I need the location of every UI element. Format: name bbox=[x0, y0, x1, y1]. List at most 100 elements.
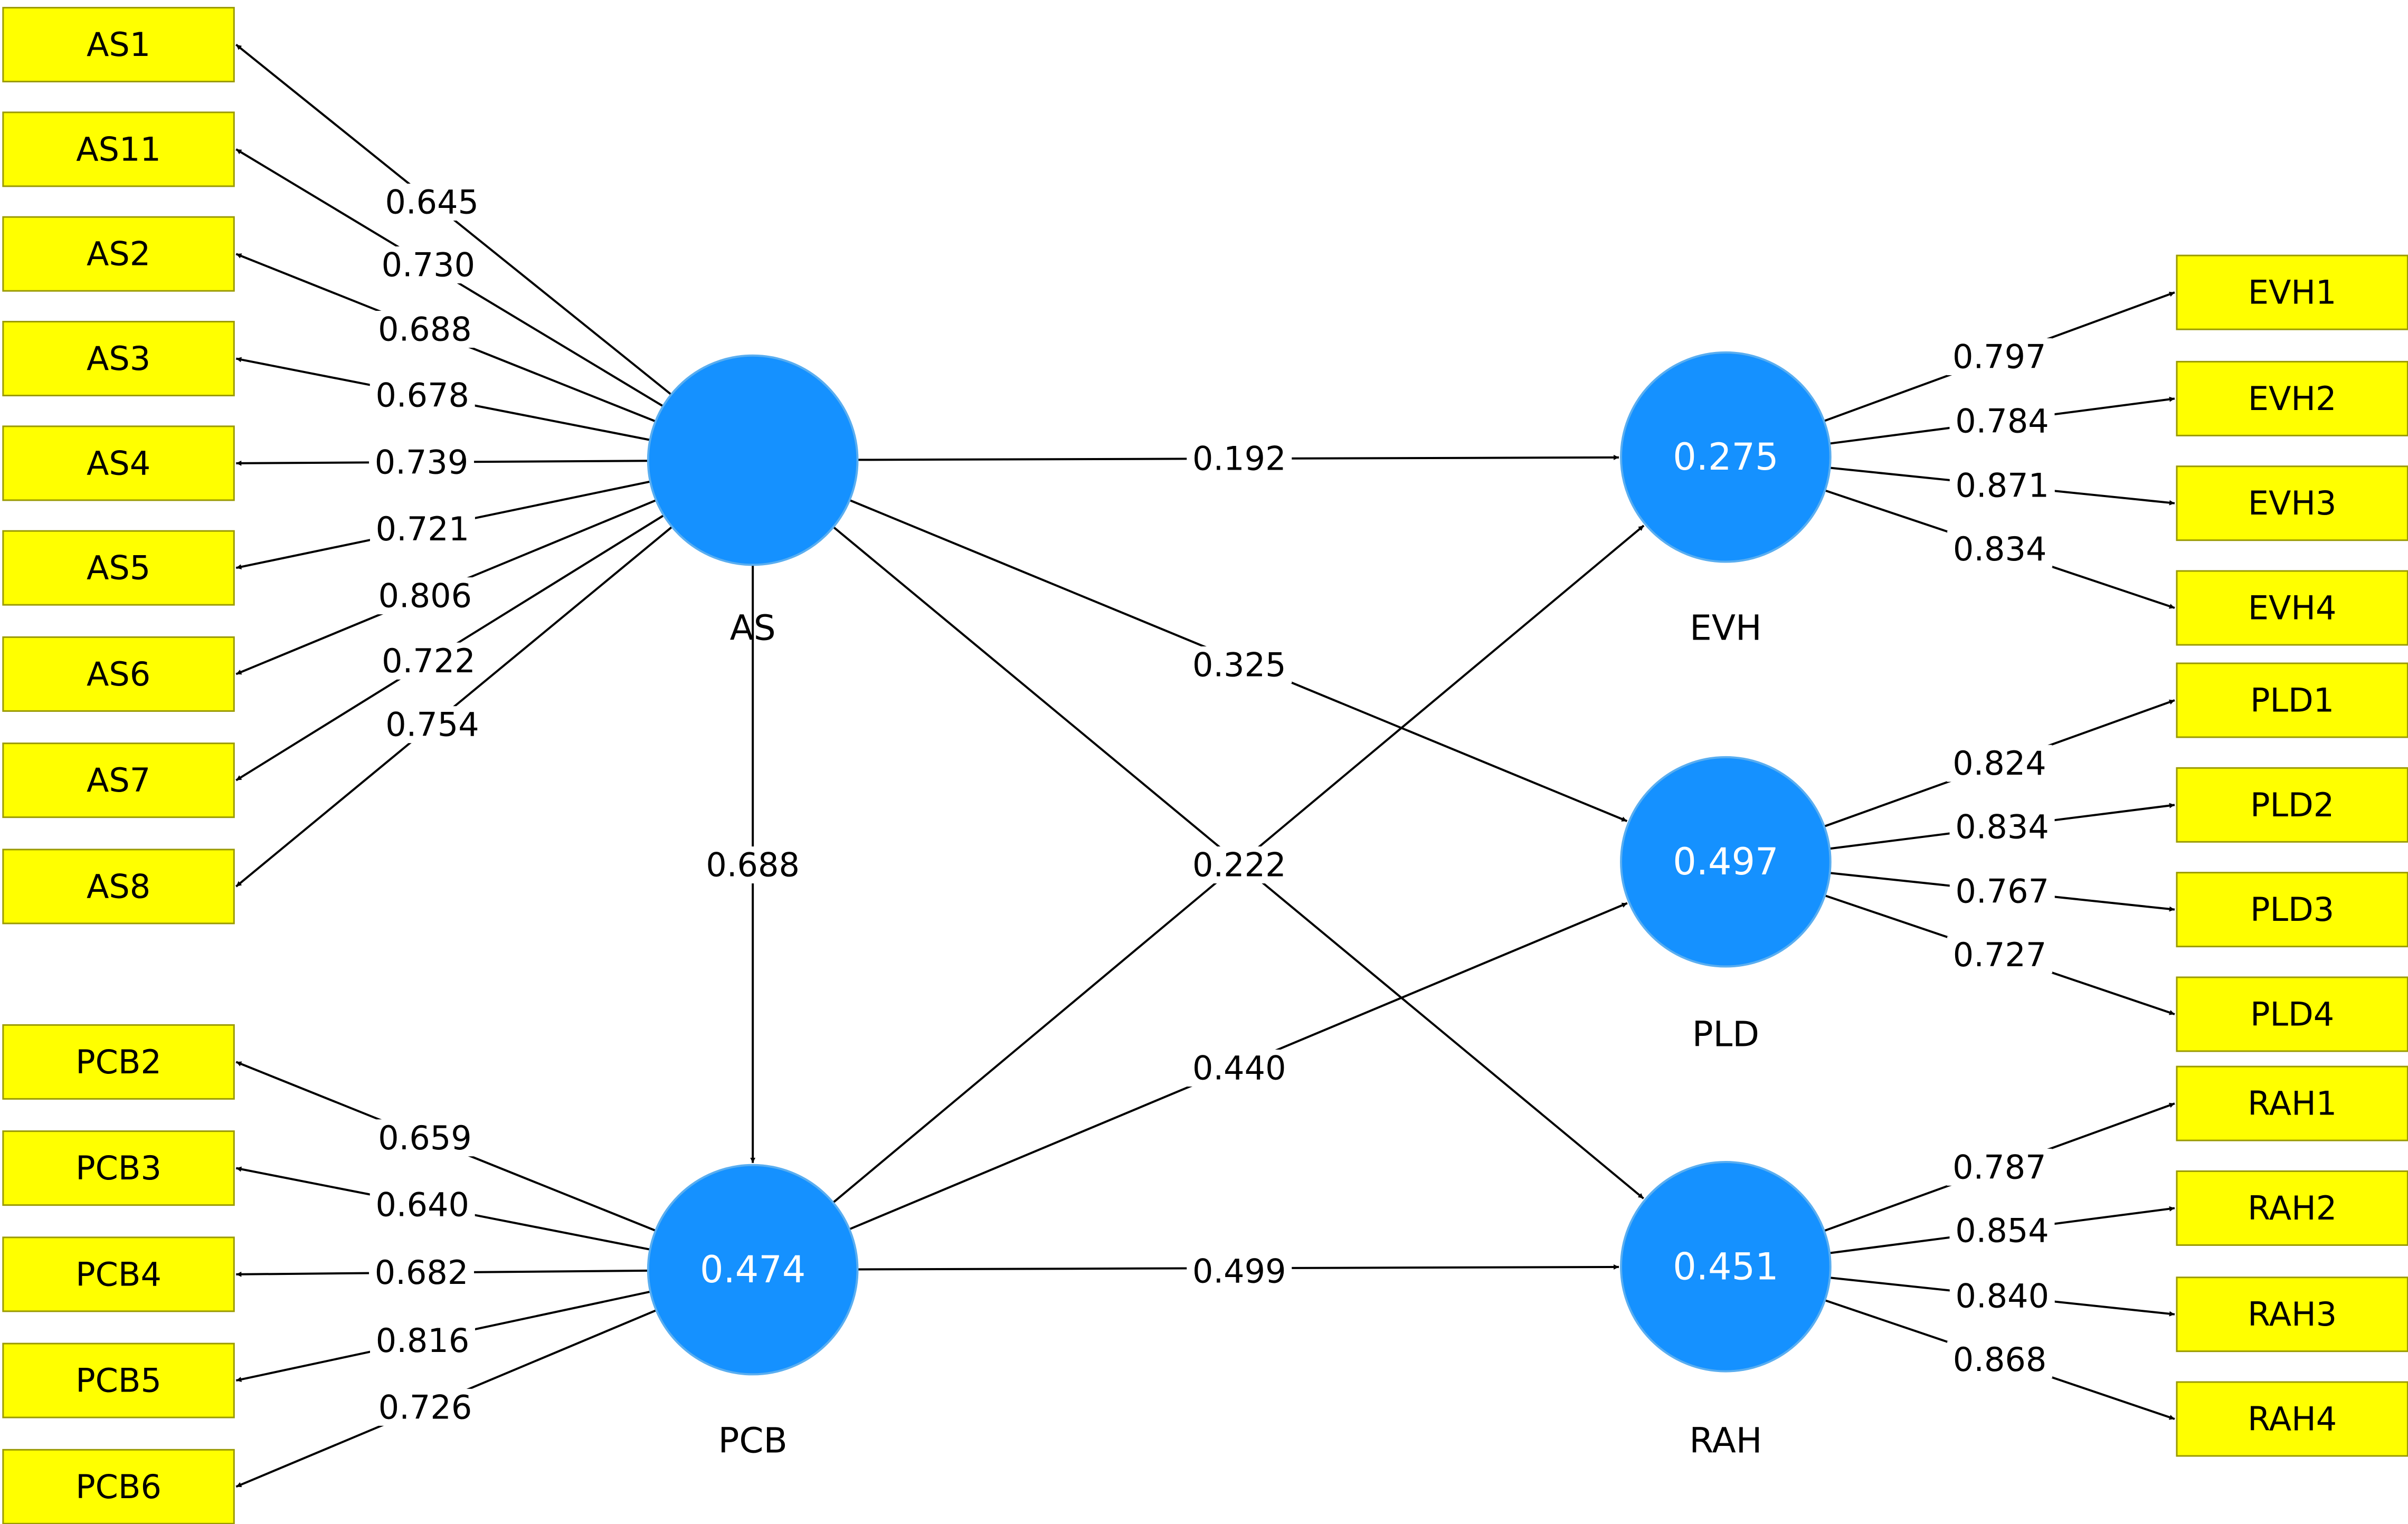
indicator-label: PCB3 bbox=[75, 1149, 162, 1187]
indicator-pcb6[interactable]: PCB6 bbox=[2, 1449, 235, 1524]
path-coef-pcb-pld-text: 0.440 bbox=[1192, 1049, 1286, 1088]
path-coef-pcb-rah-text: 0.499 bbox=[1192, 1252, 1286, 1291]
indicator-as1[interactable]: AS1 bbox=[2, 7, 235, 83]
loading-label-pcb5: 0.816 bbox=[370, 1321, 476, 1360]
indicator-label: PCB6 bbox=[75, 1468, 162, 1506]
indicator-evh2[interactable]: EVH2 bbox=[2176, 360, 2408, 436]
path-coef-as-pld-text: 0.325 bbox=[1192, 645, 1286, 684]
nodes-layer: AS1AS11AS2AS3AS4AS5AS6AS7AS8PCB2PCB3PCB4… bbox=[2, 7, 2408, 1524]
path-coef-as-pcb: 0.688 bbox=[700, 846, 805, 884]
path-coef-pcb-pld: 0.440 bbox=[1187, 1049, 1292, 1088]
indicator-label: PLD3 bbox=[2250, 890, 2334, 929]
loading-label-evh3-text: 0.871 bbox=[1956, 466, 2050, 505]
latent-label: PCB bbox=[718, 1420, 788, 1461]
loading-label-rah4: 0.868 bbox=[1947, 1340, 2053, 1379]
loading-label-evh1-text: 0.797 bbox=[1952, 338, 2046, 376]
indicator-pcb4[interactable]: PCB4 bbox=[2, 1236, 235, 1312]
indicator-as8[interactable]: AS8 bbox=[2, 849, 235, 925]
loading-label-evh2: 0.784 bbox=[1949, 402, 2055, 440]
indicator-label: RAH1 bbox=[2248, 1084, 2337, 1123]
latent-r2-value: 0.451 bbox=[1673, 1245, 1778, 1288]
latent-label: AS bbox=[730, 607, 776, 648]
loading-label-pld4: 0.727 bbox=[1947, 936, 2053, 974]
indicator-label: EVH1 bbox=[2248, 273, 2337, 312]
latent-label: RAH bbox=[1689, 1420, 1762, 1461]
indicator-label: AS2 bbox=[87, 235, 150, 273]
indicator-pcb5[interactable]: PCB5 bbox=[2, 1342, 235, 1418]
loading-label-pld1-text: 0.824 bbox=[1952, 744, 2046, 783]
loading-label-as2-text: 0.688 bbox=[378, 310, 472, 348]
indicator-pcb3[interactable]: PCB3 bbox=[2, 1130, 235, 1206]
indicator-evh4[interactable]: EVH4 bbox=[2176, 570, 2408, 646]
loading-label-pcb6-text: 0.726 bbox=[378, 1388, 472, 1426]
loading-label-as6-text: 0.806 bbox=[378, 577, 472, 615]
path-coef-as-evh-text: 0.192 bbox=[1192, 440, 1286, 478]
loading-label-rah2-text: 0.854 bbox=[1955, 1212, 2049, 1250]
path-coef-as-pld: 0.325 bbox=[1187, 645, 1292, 684]
latent-label: PLD bbox=[1692, 1014, 1759, 1054]
loading-label-pld4-text: 0.727 bbox=[1953, 936, 2047, 974]
indicator-label: PCB5 bbox=[75, 1361, 162, 1400]
loading-label-as6: 0.806 bbox=[372, 577, 478, 615]
indicator-rah2[interactable]: RAH2 bbox=[2176, 1170, 2408, 1246]
indicator-pld2[interactable]: PLD2 bbox=[2176, 767, 2408, 843]
indicator-label: AS5 bbox=[87, 549, 150, 587]
indicator-as7[interactable]: AS7 bbox=[2, 742, 235, 818]
loading-label-pcb6: 0.726 bbox=[373, 1388, 478, 1426]
loading-label-pcb3: 0.640 bbox=[369, 1186, 475, 1224]
loading-label-pld3-text: 0.767 bbox=[1956, 872, 2050, 910]
indicator-label: RAH2 bbox=[2248, 1189, 2337, 1227]
path-coef-as-rah-text: 0.222 bbox=[1192, 846, 1286, 884]
loading-label-as4: 0.739 bbox=[369, 443, 475, 481]
loading-label-as11: 0.730 bbox=[375, 245, 481, 284]
loading-label-as8: 0.754 bbox=[380, 706, 485, 744]
indicator-label: EVH2 bbox=[2248, 379, 2337, 418]
indicator-label: AS3 bbox=[87, 339, 150, 378]
indicator-evh1[interactable]: EVH1 bbox=[2176, 254, 2408, 330]
loading-label-pld2-text: 0.834 bbox=[1955, 807, 2049, 846]
latent-r2-value: 0.497 bbox=[1673, 840, 1778, 883]
loading-label-evh2-text: 0.784 bbox=[1955, 402, 2049, 440]
loading-label-pld3: 0.767 bbox=[1949, 872, 2055, 910]
loading-label-as3: 0.678 bbox=[369, 376, 475, 414]
loading-label-pcb4-text: 0.682 bbox=[375, 1253, 469, 1292]
indicator-label: RAH4 bbox=[2248, 1400, 2337, 1439]
indicator-label: EVH3 bbox=[2248, 484, 2337, 522]
loading-label-rah3-text: 0.840 bbox=[1956, 1277, 2050, 1315]
indicator-evh3[interactable]: EVH3 bbox=[2176, 465, 2408, 541]
latent-label: EVH bbox=[1690, 607, 1761, 648]
indicator-as5[interactable]: AS5 bbox=[2, 530, 235, 606]
indicator-rah1[interactable]: RAH1 bbox=[2176, 1065, 2408, 1141]
indicator-label: AS1 bbox=[87, 25, 150, 64]
loading-label-as4-text: 0.739 bbox=[375, 443, 469, 481]
loading-label-pcb2: 0.659 bbox=[372, 1119, 478, 1157]
latent-r2-value: 0.275 bbox=[1673, 435, 1778, 479]
indicator-as3[interactable]: AS3 bbox=[2, 321, 235, 397]
indicator-rah4[interactable]: RAH4 bbox=[2176, 1381, 2408, 1457]
loading-label-evh4: 0.834 bbox=[1947, 530, 2053, 568]
loading-label-evh4-text: 0.834 bbox=[1953, 530, 2047, 568]
indicator-as4[interactable]: AS4 bbox=[2, 425, 235, 501]
path-coef-as-evh: 0.192 bbox=[1187, 440, 1292, 478]
loading-label-as7: 0.722 bbox=[376, 642, 481, 680]
loading-label-rah2: 0.854 bbox=[1949, 1212, 2055, 1250]
path-coef-as-rah: 0.222 bbox=[1187, 846, 1292, 884]
latent-as[interactable]: AS bbox=[647, 354, 859, 649]
loading-label-evh1: 0.797 bbox=[1947, 338, 2052, 376]
indicator-as2[interactable]: AS2 bbox=[2, 216, 235, 292]
loading-label-evh3: 0.871 bbox=[1949, 466, 2055, 505]
indicator-rah3[interactable]: RAH3 bbox=[2176, 1277, 2408, 1352]
indicator-label: PCB4 bbox=[75, 1255, 162, 1293]
indicator-pld3[interactable]: PLD3 bbox=[2176, 872, 2408, 948]
indicator-pld1[interactable]: PLD1 bbox=[2176, 662, 2408, 738]
indicator-pcb2[interactable]: PCB2 bbox=[2, 1024, 235, 1100]
indicator-as11[interactable]: AS11 bbox=[2, 111, 235, 187]
indicator-pld4[interactable]: PLD4 bbox=[2176, 976, 2408, 1052]
indicator-as6[interactable]: AS6 bbox=[2, 636, 235, 712]
loading-label-pld1: 0.824 bbox=[1947, 744, 2052, 783]
